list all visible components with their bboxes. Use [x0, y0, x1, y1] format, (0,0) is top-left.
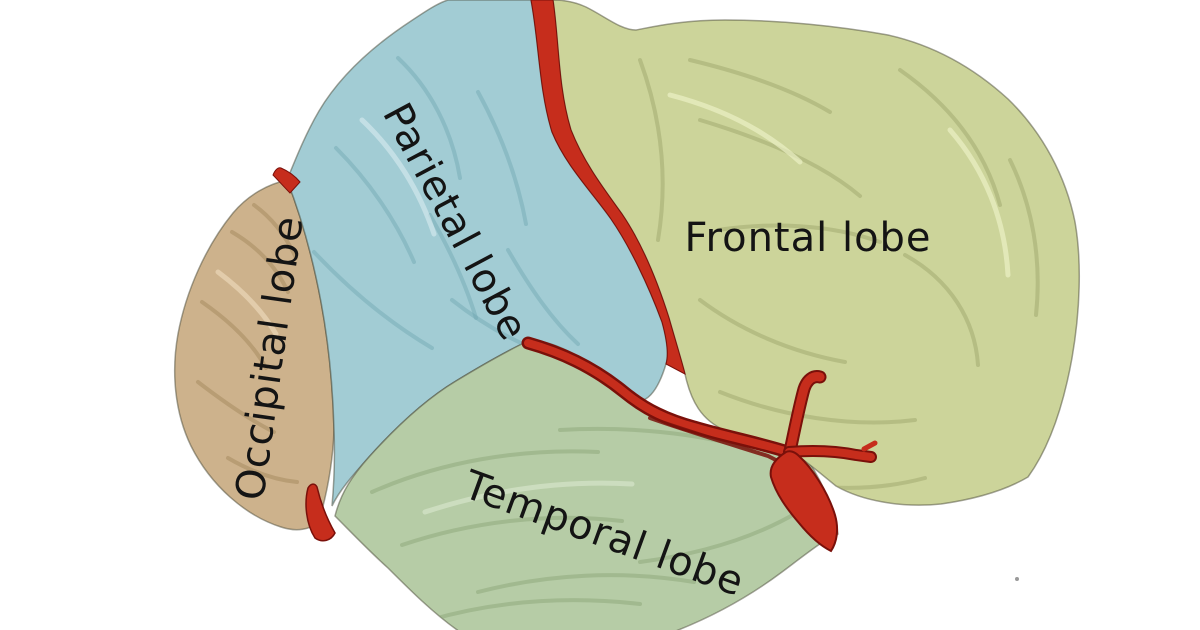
- artifact-dot: [1015, 577, 1019, 581]
- sulci-group: [272, 0, 878, 553]
- preoccipital-notch: [305, 483, 336, 542]
- parieto-occipital-notch: [272, 167, 301, 194]
- sulcus-descending-branch: [769, 450, 839, 553]
- parietal-gyri-highlight: [359, 117, 437, 237]
- sulcus-horizontal-arm: [785, 447, 875, 461]
- frontal-lobe-label: Frontal lobe: [684, 215, 931, 261]
- occipital-gyri-highlight: [215, 269, 279, 337]
- sulcus-arm-prong: [861, 440, 878, 452]
- occipital-gyri-texture: [196, 203, 299, 484]
- temporal-gyri-texture: [370, 426, 800, 622]
- central-sulcus: [530, 0, 686, 375]
- temporal-gyri-highlight: [422, 480, 635, 515]
- sulcus-ascending-branch: [785, 372, 825, 456]
- lateral-sulcus: [524, 339, 792, 456]
- parietal-gyri-texture: [312, 56, 580, 360]
- frontal-gyri-highlight: [667, 92, 1011, 278]
